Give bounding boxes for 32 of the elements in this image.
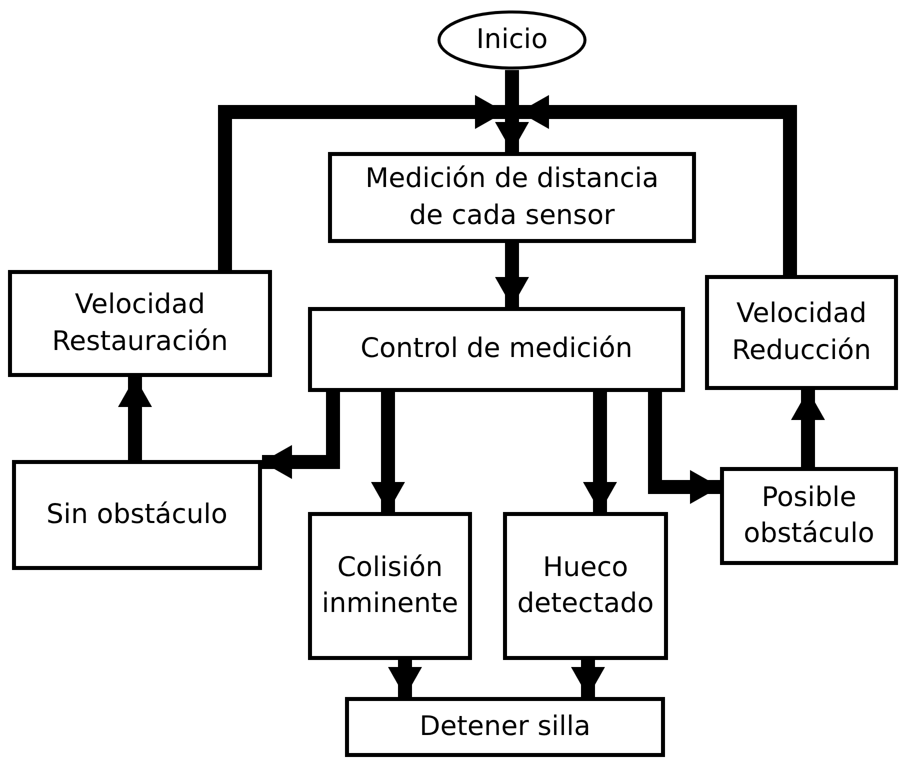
arrow [495,243,529,307]
arrow [583,392,617,512]
node-label: Velocidad Reducción [730,297,872,368]
process-box [328,152,696,243]
node-label: Posible obstáculo [742,480,876,551]
node-label: Medición de distancia de cada sensor [364,162,660,232]
start-ellipse [437,10,587,70]
process-box [8,270,272,377]
process-box [720,467,898,565]
process-box [308,512,472,660]
arrow [118,377,152,460]
arrow [388,660,422,697]
node-label: Control de medición [359,332,634,366]
arrow [495,70,529,152]
arrow [648,392,720,504]
arrow [791,390,825,467]
node-label: Sin obstáculo [45,498,229,532]
process-box [705,275,898,390]
process-box [345,697,665,757]
node-label: Detener silla [418,710,592,744]
arrow [571,660,605,697]
arrow [262,392,340,479]
arrow [371,392,405,512]
node-label: Velocidad Restauración [50,288,230,358]
node-label: Hueco detectado [516,550,655,621]
arrow [218,95,505,270]
node-label: Inicio [475,22,549,57]
process-box [503,512,668,660]
process-box [308,307,685,392]
node-label: Colisión inminente [320,550,460,621]
arrow [519,95,797,275]
process-box [12,460,262,570]
